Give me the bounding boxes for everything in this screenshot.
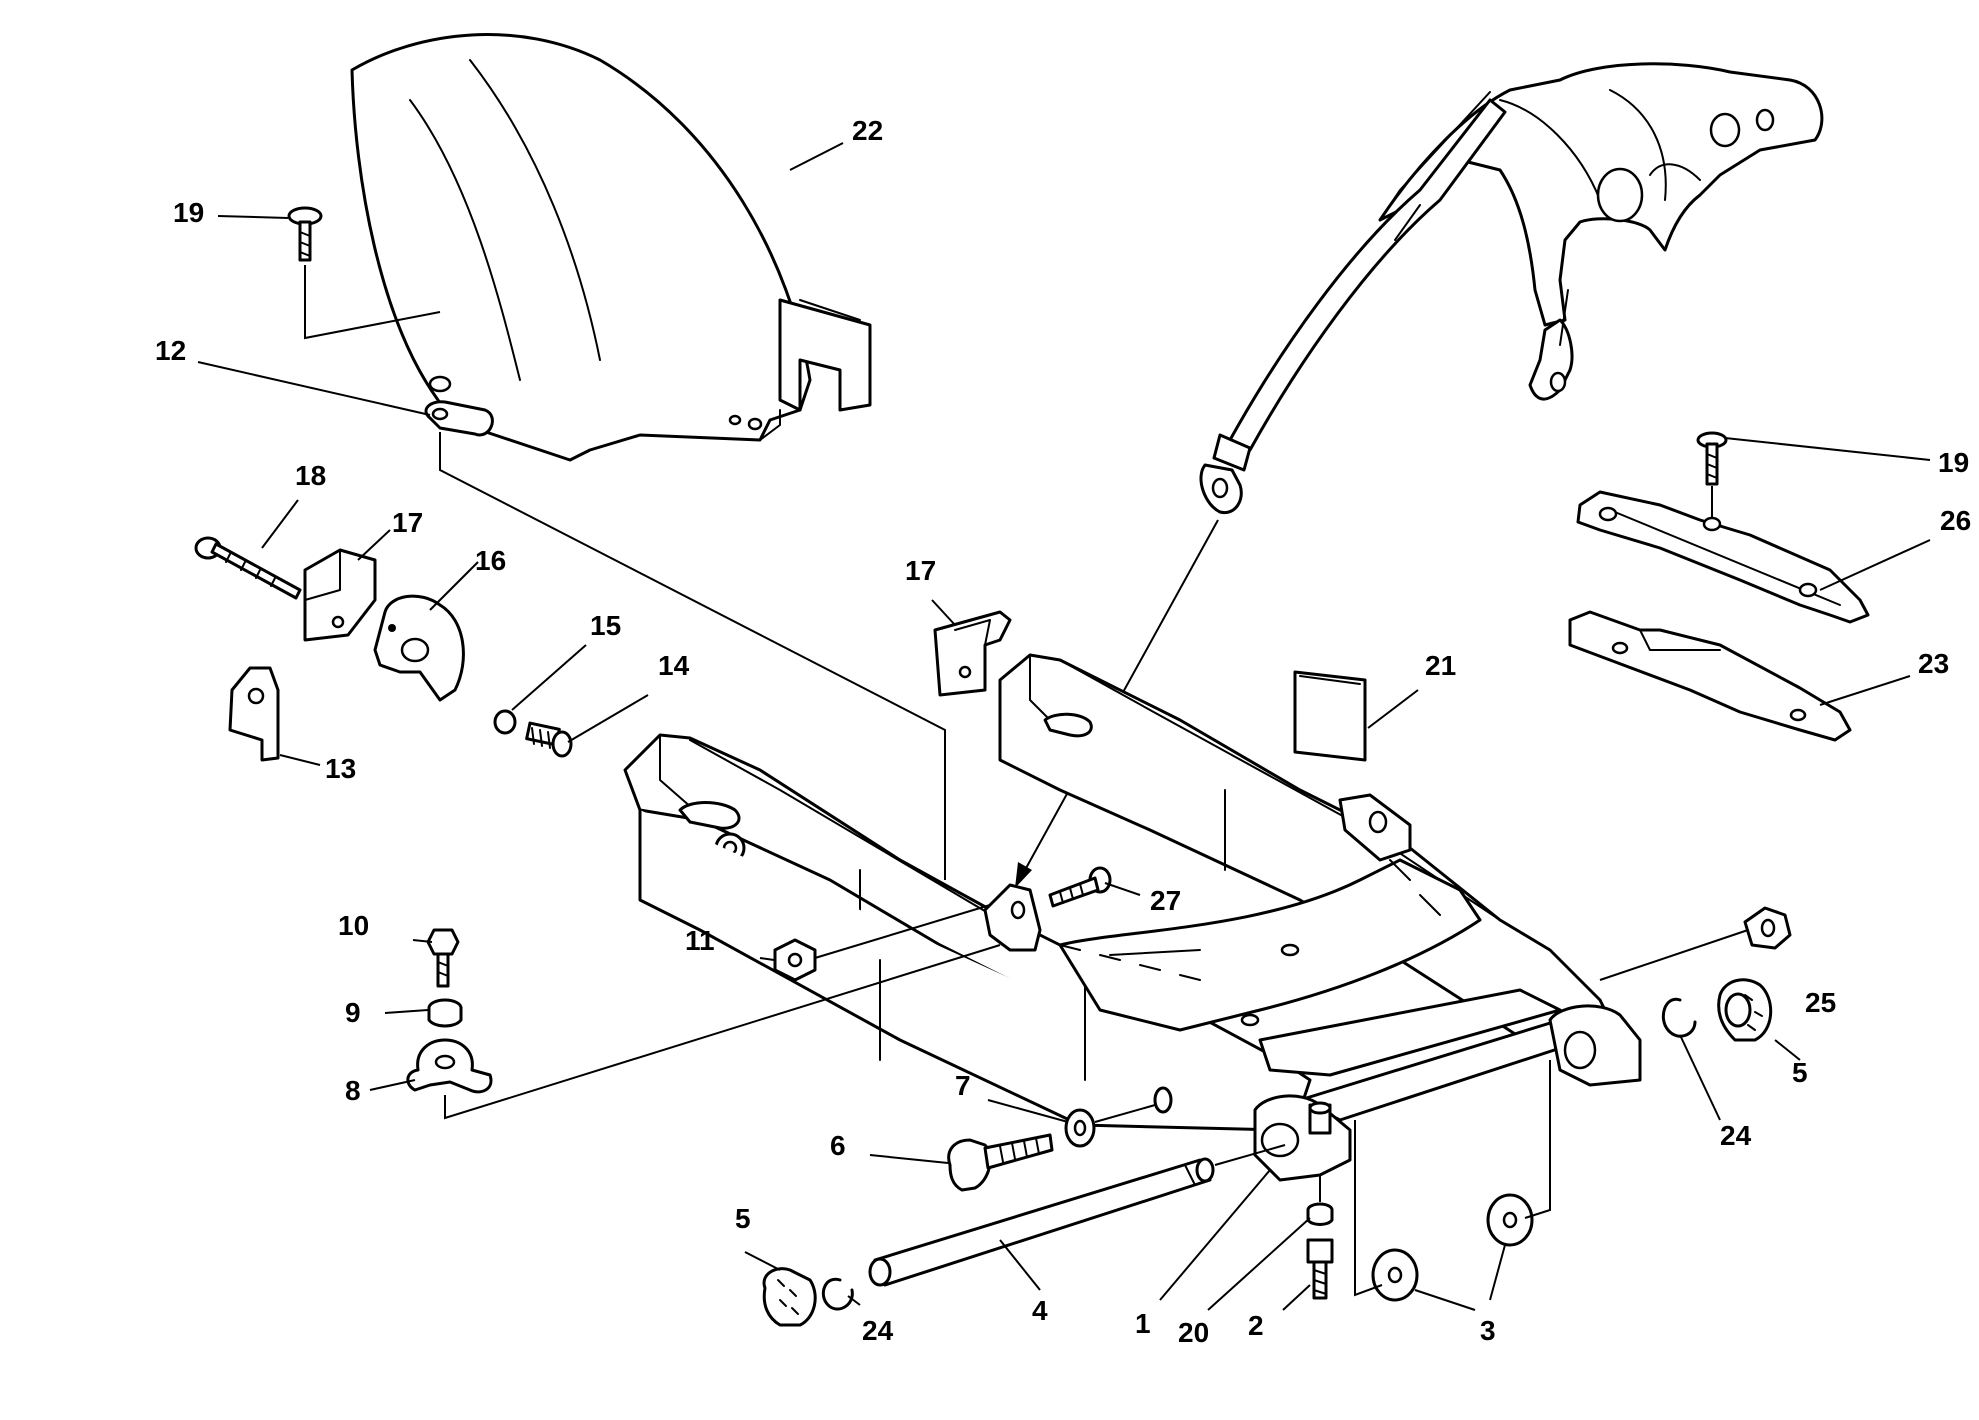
callout-15: 15 <box>590 610 621 641</box>
part-11-nut <box>773 904 991 982</box>
callout-6: 6 <box>830 1130 846 1161</box>
part-8-clamp <box>406 944 1001 1120</box>
assembly-line-7 <box>1094 1104 1156 1123</box>
part-6-bolt <box>947 1133 1054 1192</box>
arrow-head <box>1015 862 1032 888</box>
part-2-screw <box>1306 1176 1334 1300</box>
callout-24-right: 24 <box>1720 1120 1752 1151</box>
callout-17-left: 17 <box>392 507 423 538</box>
part-15-washer <box>493 709 517 735</box>
callout-leaders <box>197 142 1931 1311</box>
part-26-plate <box>1576 490 1870 624</box>
assembly-line-12 <box>439 432 946 880</box>
part-13-tab <box>228 666 280 762</box>
callout-9: 9 <box>345 997 361 1028</box>
part-25-nut <box>1599 906 1792 981</box>
callout-5-left: 5 <box>735 1203 751 1234</box>
callout-8: 8 <box>345 1075 361 1106</box>
callout-labels: 1 2 3 4 5 5 6 7 8 9 10 11 12 13 14 15 16… <box>155 115 1971 1348</box>
part-17-bracket-b <box>933 610 1012 697</box>
part-22-mudguard <box>350 33 872 462</box>
callout-14: 14 <box>658 650 690 681</box>
callout-19-left: 19 <box>173 197 204 228</box>
part-14-bolt <box>525 721 573 758</box>
callout-17-mid: 17 <box>905 555 936 586</box>
callout-4: 4 <box>1032 1295 1048 1326</box>
part-5-cap-b <box>1717 978 1773 1042</box>
callout-19-right: 19 <box>1938 447 1969 478</box>
callout-11: 11 <box>685 925 715 956</box>
part-24-circlip-b <box>1661 997 1697 1038</box>
part-23-plate <box>1568 610 1852 742</box>
callout-10: 10 <box>338 910 369 941</box>
part-27-screw <box>1048 866 1112 908</box>
swingarm-body <box>623 653 1642 1182</box>
callout-25: 25 <box>1805 987 1836 1018</box>
callout-2: 2 <box>1248 1310 1264 1341</box>
callout-18: 18 <box>295 460 326 491</box>
part-24-circlip-a <box>821 1277 854 1311</box>
callout-24-left: 24 <box>862 1315 894 1346</box>
part-18-bolt <box>194 536 302 600</box>
callout-27: 27 <box>1150 885 1181 916</box>
callout-16: 16 <box>475 545 506 576</box>
brake-caliper-bracket <box>1378 62 1824 327</box>
brake-hose <box>1199 91 1574 515</box>
part-7-washer-seat <box>1153 1086 1173 1114</box>
callout-7: 7 <box>955 1070 971 1101</box>
callout-1: 1 <box>1135 1308 1151 1339</box>
callout-21: 21 <box>1425 650 1456 681</box>
callout-13: 13 <box>325 753 356 784</box>
part-9-spacer <box>427 998 463 1028</box>
part-10-bolt <box>426 928 460 988</box>
callout-3: 3 <box>1480 1315 1496 1346</box>
part-21-pad <box>1293 670 1367 762</box>
part-4-pivot-spindle <box>868 1144 1286 1287</box>
part-5-cap-a <box>762 1267 817 1327</box>
part-19-screw-b <box>1696 431 1728 522</box>
part-16-cam <box>373 594 465 702</box>
part-20-spacer <box>1306 1202 1334 1226</box>
callout-5-right: 5 <box>1792 1057 1808 1088</box>
part-17-bracket-a <box>303 548 377 642</box>
callout-26: 26 <box>1940 505 1971 536</box>
part-3-washers <box>1354 1060 1551 1302</box>
callout-12: 12 <box>155 335 186 366</box>
part-19-screw-a <box>287 206 441 340</box>
callout-23: 23 <box>1918 648 1949 679</box>
callout-22: 22 <box>852 115 883 146</box>
part-12-clip <box>424 400 494 437</box>
callout-20: 20 <box>1178 1317 1209 1348</box>
